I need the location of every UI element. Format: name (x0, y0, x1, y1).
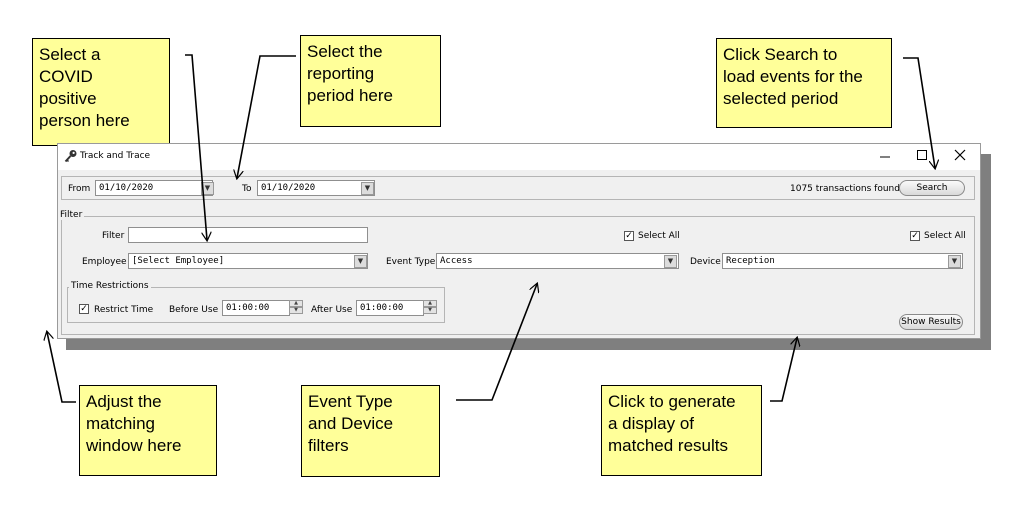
select-all-label-2: Select All (924, 231, 966, 241)
after-use-label: After Use (311, 305, 353, 315)
arrow-employee (185, 54, 207, 240)
callout-text: Adjust the matching window here (86, 392, 182, 455)
to-date-dropdown[interactable]: ▼ (361, 182, 374, 195)
filter-input[interactable] (128, 227, 368, 243)
after-use-stepper[interactable]: ▲▼ (423, 300, 437, 316)
restrict-time-checkbox[interactable]: ✓ (79, 304, 89, 314)
restrict-time-label: Restrict Time (94, 305, 154, 315)
event-type-dropdown[interactable]: ▼ (664, 255, 677, 268)
after-use-input[interactable]: 01:00:00 (356, 300, 424, 316)
to-label: To (242, 184, 252, 194)
arrow-filters (456, 284, 537, 401)
device-select[interactable]: Reception (722, 253, 963, 269)
callout-text: Click Search to load events for the sele… (723, 45, 863, 108)
employee-select[interactable]: [Select Employee] (128, 253, 368, 269)
callout-text: Event Type and Device filters (308, 392, 394, 455)
callout-text: Select the reporting period here (307, 42, 394, 105)
minimize-icon[interactable] (878, 148, 892, 162)
select-all-checkbox-2[interactable]: ✓ (910, 231, 920, 241)
show-results-button[interactable]: Show Results (899, 314, 963, 330)
callout-text: Select a COVID positive person here (39, 45, 130, 130)
arrow-search (903, 57, 935, 168)
from-date-dropdown[interactable]: ▼ (201, 182, 214, 195)
time-restrictions-group (67, 287, 445, 323)
callout-matching-window: Adjust the matching window here (79, 385, 217, 476)
filter-label: Filter (102, 231, 125, 241)
callout-text: Click to generate a display of matched r… (608, 392, 736, 455)
filter-group-legend: Filter (58, 210, 85, 220)
arrow-results (770, 338, 797, 402)
callout-filters: Event Type and Device filters (301, 385, 440, 477)
employee-label: Employee (82, 257, 127, 267)
select-all-checkbox-1[interactable]: ✓ (624, 231, 634, 241)
callout-reporting-period: Select the reporting period here (300, 35, 441, 127)
callout-select-employee: Select a COVID positive person here (32, 38, 170, 146)
callout-show-results: Click to generate a display of matched r… (601, 385, 762, 476)
from-label: From (68, 184, 91, 194)
window-title: Track and Trace (80, 151, 151, 161)
maximize-icon[interactable] (915, 148, 929, 162)
date-range-panel (61, 176, 975, 200)
before-use-label: Before Use (169, 305, 219, 315)
to-date-input[interactable]: 01/10/2020 (257, 180, 375, 196)
select-all-label-1: Select All (638, 231, 680, 241)
before-use-stepper[interactable]: ▲▼ (289, 300, 303, 316)
transactions-count: 1075 transactions found (790, 184, 900, 194)
close-icon[interactable] (953, 148, 967, 162)
callout-search: Click Search to load events for the sele… (716, 38, 892, 128)
device-label: Device (690, 257, 721, 267)
arrow-period (237, 55, 296, 178)
title-bar: Track and Trace (58, 144, 980, 170)
event-type-select[interactable]: Access (436, 253, 679, 269)
search-button[interactable]: Search (899, 180, 965, 196)
device-dropdown[interactable]: ▼ (948, 255, 961, 268)
key-icon (64, 149, 78, 163)
employee-dropdown[interactable]: ▼ (354, 255, 367, 268)
time-restrictions-legend: Time Restrictions (69, 281, 151, 291)
arrow-window (47, 332, 76, 403)
track-and-trace-window: Track and Trace From 01/10/2020 ▼ To 01/… (57, 143, 981, 339)
event-type-label: Event Type (386, 257, 436, 267)
